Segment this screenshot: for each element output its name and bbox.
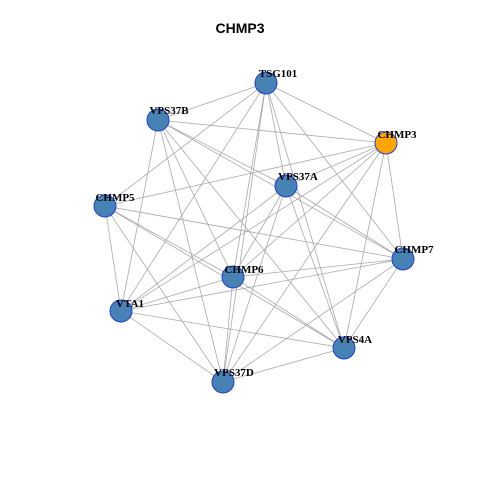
node-label-vps4a: VPS4A bbox=[338, 334, 372, 346]
edge-layer bbox=[104, 82, 404, 383]
edge-tsg101-vps37a bbox=[265, 82, 287, 187]
node-label-vta1: VTA1 bbox=[116, 298, 144, 310]
node-label-vps37a: VPS37A bbox=[278, 171, 318, 183]
edge-tsg101-chmp5 bbox=[104, 82, 267, 207]
node-vta1[interactable] bbox=[109, 299, 133, 323]
edge-chmp7-vps37d bbox=[222, 258, 404, 383]
edge-chmp3-vps37d bbox=[222, 142, 387, 383]
graph-title: CHMP3 bbox=[215, 20, 265, 36]
node-label-vps37b: VPS37B bbox=[149, 105, 189, 117]
edge-vps37b-chmp3 bbox=[157, 119, 387, 144]
edge-tsg101-chmp6 bbox=[232, 82, 267, 278]
node-vps37a[interactable] bbox=[274, 174, 298, 198]
node-chmp3[interactable] bbox=[374, 131, 398, 155]
edge-chmp7-vta1 bbox=[120, 258, 404, 312]
node-label-tsg101: TSG101 bbox=[259, 68, 298, 80]
edge-chmp3-chmp6 bbox=[232, 142, 387, 278]
node-label-chmp5: CHMP5 bbox=[95, 192, 135, 204]
edge-vta1-vps37d bbox=[120, 310, 224, 383]
edge-chmp3-vps37a bbox=[285, 142, 387, 187]
edge-chmp3-chmp5 bbox=[104, 142, 387, 207]
node-vps4a[interactable] bbox=[332, 336, 356, 360]
node-layer bbox=[93, 71, 415, 394]
edge-vps37a-chmp6 bbox=[232, 185, 287, 278]
node-label-chmp7: CHMP7 bbox=[394, 244, 434, 256]
edge-chmp3-chmp7 bbox=[385, 142, 404, 260]
node-chmp5[interactable] bbox=[93, 194, 117, 218]
edge-vps37b-vps37a bbox=[157, 119, 287, 187]
edge-chmp6-vps37d bbox=[222, 276, 234, 383]
node-chmp7[interactable] bbox=[391, 247, 415, 271]
edge-tsg101-chmp3 bbox=[265, 82, 387, 144]
edge-vta1-vps4a bbox=[120, 310, 345, 349]
edge-vps37b-chmp6 bbox=[157, 119, 234, 278]
edge-chmp5-chmp7 bbox=[104, 205, 404, 260]
edge-vps37b-vps4a bbox=[157, 119, 345, 349]
edge-chmp5-chmp6 bbox=[104, 205, 234, 278]
edge-vps37a-vps4a bbox=[285, 185, 345, 349]
edge-chmp5-vta1 bbox=[104, 205, 122, 312]
node-vps37d[interactable] bbox=[211, 370, 235, 394]
edge-vps37a-chmp7 bbox=[285, 185, 404, 260]
node-tsg101[interactable] bbox=[254, 71, 278, 95]
node-vps37b[interactable] bbox=[146, 108, 170, 132]
edge-chmp3-vps4a bbox=[343, 142, 387, 349]
node-label-chmp6: CHMP6 bbox=[224, 264, 264, 276]
edge-chmp6-vps4a bbox=[232, 276, 345, 349]
edge-vps37b-vta1 bbox=[120, 119, 159, 312]
edge-tsg101-chmp7 bbox=[265, 82, 404, 260]
edge-chmp7-vps4a bbox=[343, 258, 404, 349]
edge-tsg101-vps37b bbox=[157, 82, 267, 121]
node-chmp6[interactable] bbox=[221, 265, 245, 289]
edge-vps37a-vps37d bbox=[222, 185, 287, 383]
edge-chmp5-vps37d bbox=[104, 205, 224, 383]
edge-tsg101-vps4a bbox=[265, 82, 345, 349]
edge-vps4a-vps37d bbox=[222, 347, 345, 383]
node-label-vps37d: VPS37D bbox=[214, 367, 254, 379]
edge-tsg101-vta1 bbox=[120, 82, 267, 312]
edge-vps37a-vta1 bbox=[120, 185, 287, 312]
edge-chmp3-vta1 bbox=[120, 142, 387, 312]
edge-vps37b-vps37d bbox=[157, 119, 224, 383]
edge-chmp7-chmp6 bbox=[232, 258, 404, 278]
node-label-chmp3: CHMP3 bbox=[377, 129, 417, 141]
edge-chmp6-vta1 bbox=[120, 276, 234, 312]
